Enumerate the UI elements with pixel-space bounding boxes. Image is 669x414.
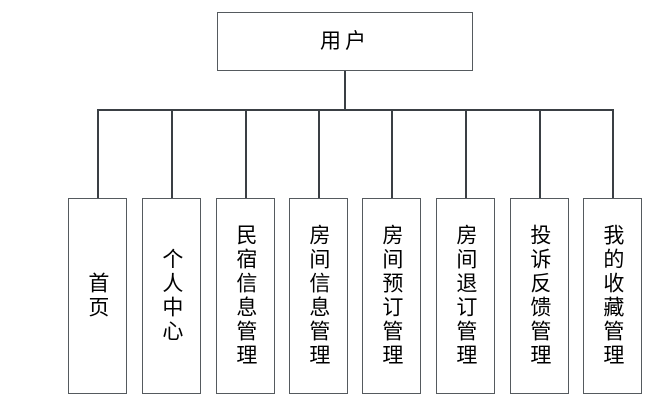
connector-root-stem [344,71,346,110]
node-root-label: 用户 [320,29,370,53]
node-leaf-4-label: 房间信息管理 [306,224,331,368]
connector-drop-5 [391,109,393,198]
node-leaf-6[interactable]: 房间退订管理 [436,198,495,394]
node-leaf-1[interactable]: 首页 [68,198,127,394]
connector-drop-1 [97,109,99,198]
node-leaf-6-label: 房间退订管理 [453,224,478,368]
connector-drop-3 [245,109,247,198]
connector-drop-2 [171,109,173,198]
node-leaf-3-label: 民宿信息管理 [233,224,258,368]
node-leaf-4[interactable]: 房间信息管理 [289,198,348,394]
node-leaf-3[interactable]: 民宿信息管理 [216,198,275,394]
connector-drop-8 [612,109,614,198]
node-leaf-2-label: 个人中心 [159,248,184,344]
node-leaf-8[interactable]: 我的收藏管理 [583,198,642,394]
node-leaf-7[interactable]: 投诉反馈管理 [510,198,569,394]
node-leaf-7-label: 投诉反馈管理 [527,224,552,368]
node-root[interactable]: 用户 [217,12,473,71]
node-leaf-1-label: 首页 [85,272,110,320]
connector-horizontal-bus [98,109,613,111]
node-leaf-2[interactable]: 个人中心 [142,198,201,394]
node-leaf-5-label: 房间预订管理 [379,224,404,368]
connector-drop-7 [539,109,541,198]
connector-drop-4 [318,109,320,198]
node-leaf-8-label: 我的收藏管理 [600,224,625,368]
connector-drop-6 [465,109,467,198]
node-leaf-5[interactable]: 房间预订管理 [362,198,421,394]
